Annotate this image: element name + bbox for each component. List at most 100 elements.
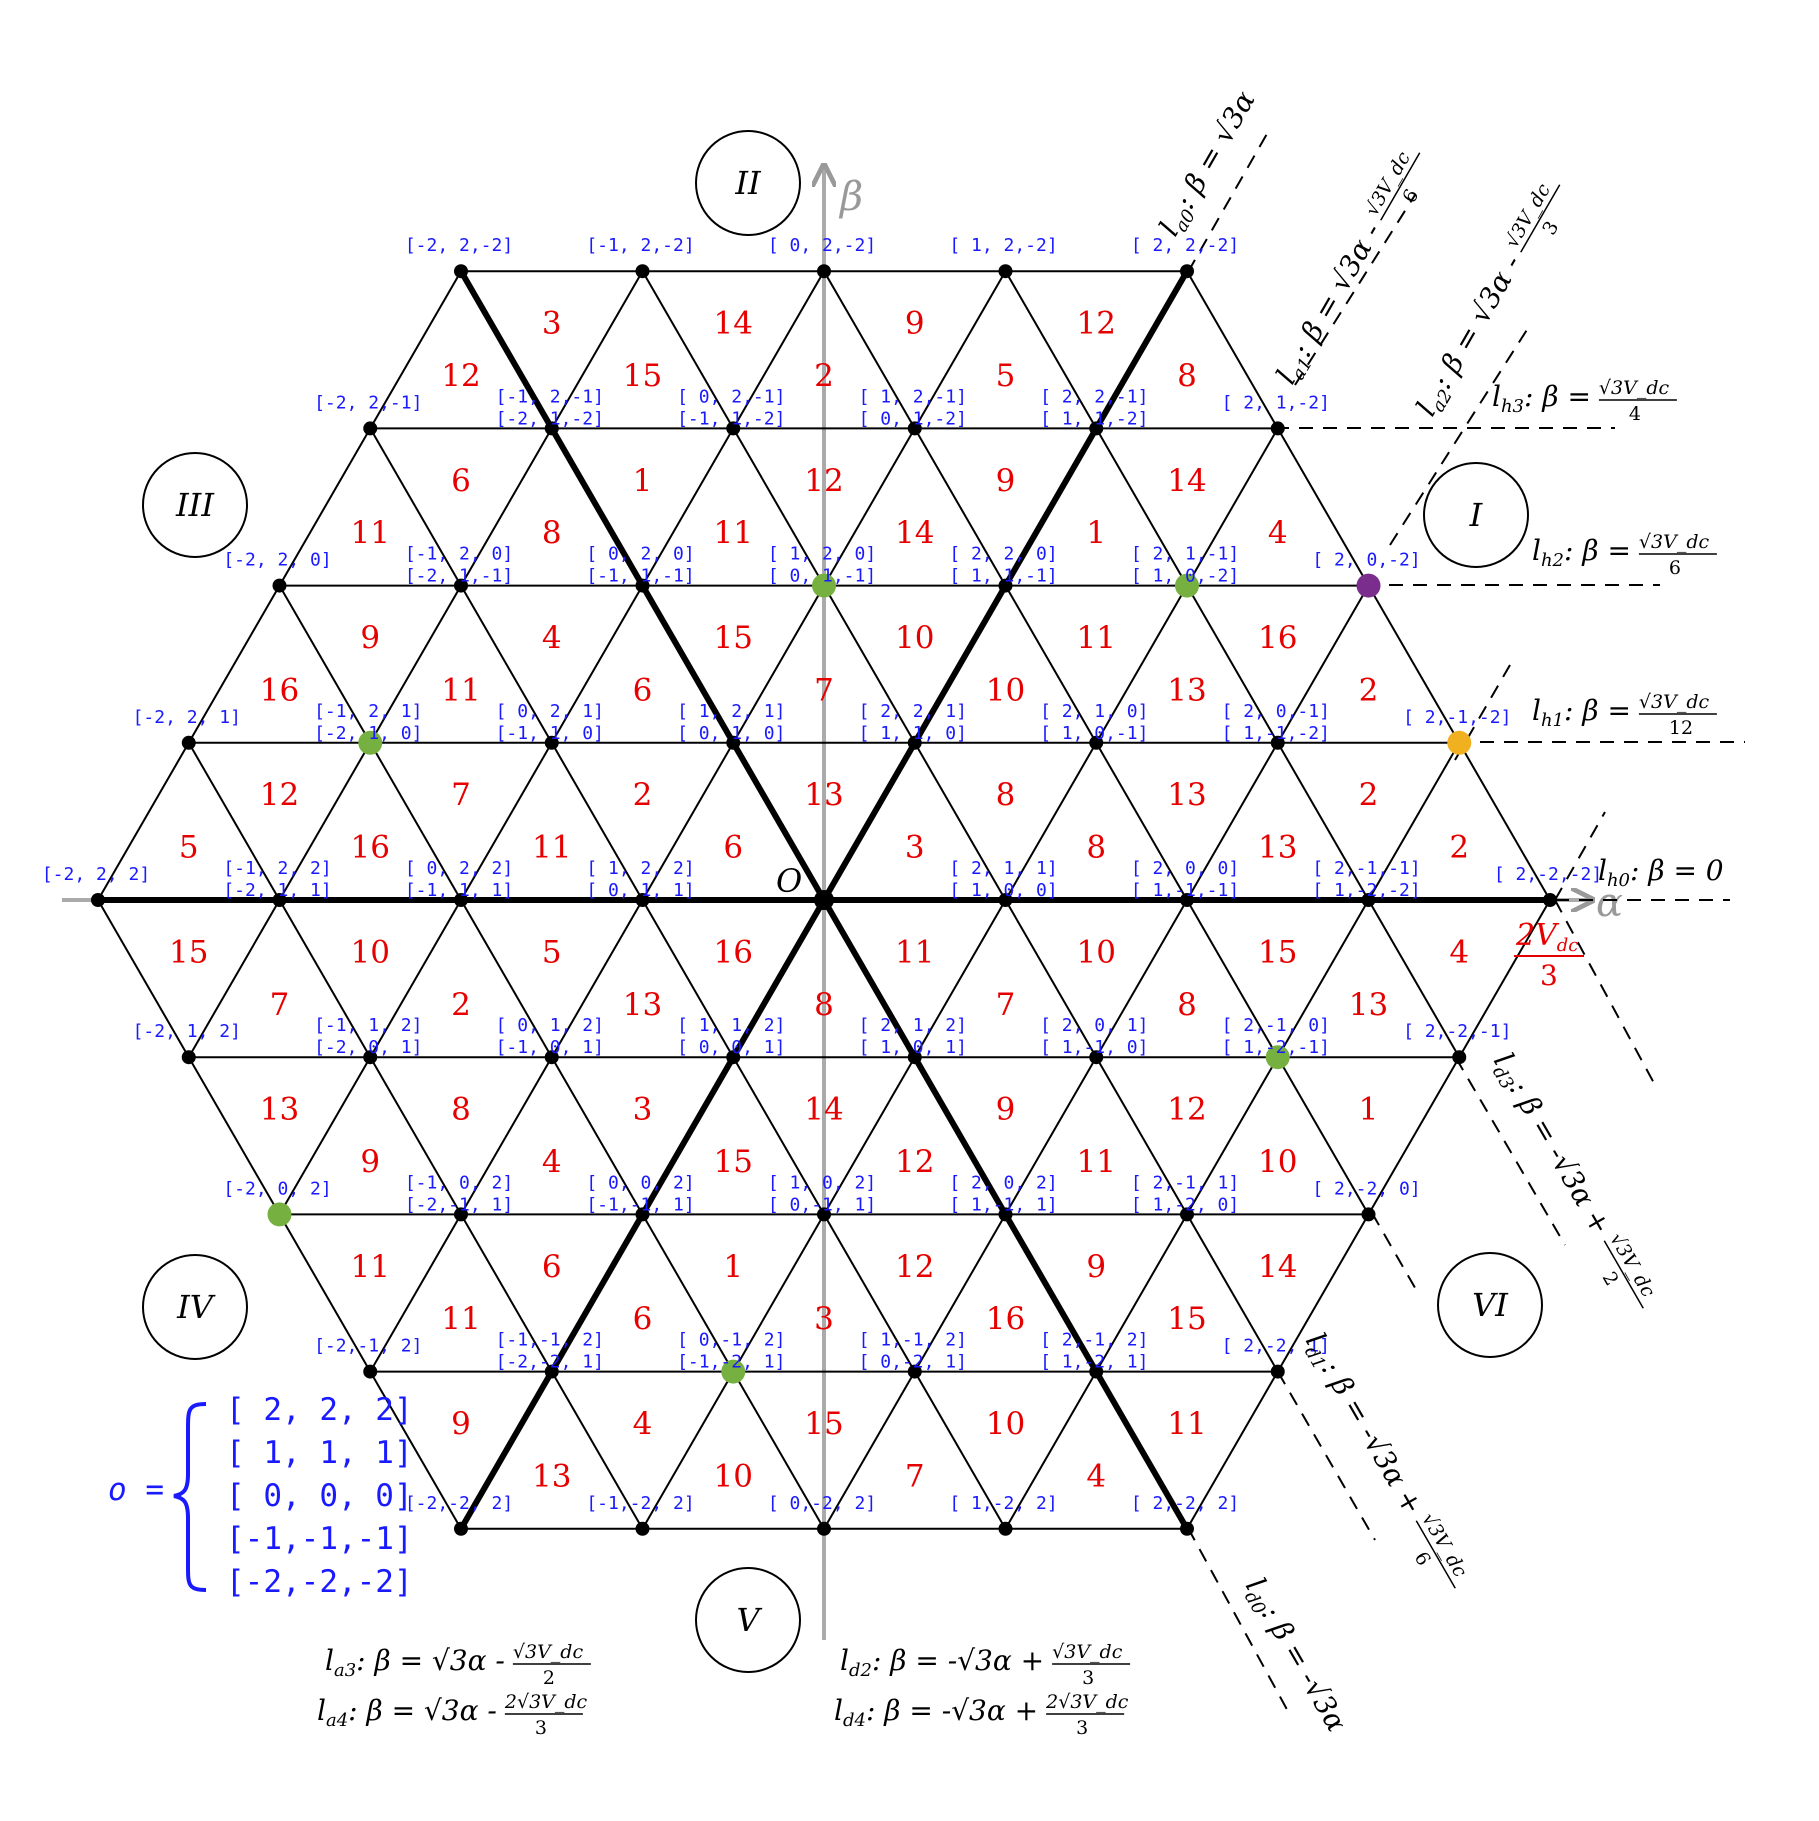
grid-node — [272, 893, 287, 907]
origin-vector-4: [-1,-1,-1] — [226, 1521, 413, 1557]
grid-node — [635, 1207, 650, 1222]
grid-edge — [369, 742, 462, 901]
line-la0 — [1187, 131, 1269, 273]
grid-node — [998, 264, 1013, 279]
region-number: 16 — [260, 672, 299, 708]
grid-node — [998, 1207, 1013, 1222]
grid-node — [363, 421, 378, 436]
vector-label: [ 0, 2, 2] — [405, 858, 513, 879]
vector-label: [ 2, 2,-1] — [1040, 386, 1148, 407]
region-number: 2 — [1449, 830, 1469, 866]
grid-edge — [1004, 1056, 1098, 1215]
reference-lines — [1187, 131, 1745, 1716]
grid-node — [454, 264, 468, 279]
grid-edge — [823, 427, 916, 587]
vector-label: [ 1, 1,-1] — [949, 566, 1057, 587]
grid-edge — [1367, 585, 1461, 744]
grid-node — [1452, 1050, 1467, 1065]
grid-node — [91, 893, 105, 907]
label-ld0: ld0: β = -√3α — [1239, 1572, 1354, 1737]
vector-label: [ 1,-1, 1] — [949, 1194, 1057, 1215]
vector-label: [-1, 1,-1] — [586, 566, 694, 587]
vertex-label-num: 2V — [1515, 918, 1560, 953]
sector-I: I — [1423, 462, 1529, 568]
vector-label: [ 2, 1, 0] — [1040, 701, 1148, 722]
region-number: 3 — [633, 1092, 653, 1128]
vector-label: [ 1, 2, 1] — [677, 701, 785, 722]
grid-edge — [641, 427, 735, 587]
region-number: 11 — [532, 830, 571, 866]
vector-label: [-1, 2, 2] — [223, 858, 331, 879]
grid-edge — [1458, 742, 1551, 901]
label-ld1-text: ld1: β = -√3α + — [1295, 1327, 1429, 1522]
sector-IV: IV — [142, 1254, 248, 1360]
vector-label: [ 0, 0, 2] — [586, 1172, 694, 1193]
region-number: 10 — [986, 1406, 1025, 1442]
region-number: 2 — [814, 358, 834, 394]
vertex-label-2vdc-3: 2Vdc 3 — [1514, 918, 1584, 992]
vector-label: [-1, 1, 1] — [405, 880, 513, 901]
region-number: 8 — [542, 515, 562, 551]
vector-label: [-1,-2, 2] — [586, 1493, 694, 1514]
grid-node — [1089, 1050, 1104, 1065]
vector-label: [ 2,-1,-1] — [1312, 858, 1420, 879]
region-number: 5 — [542, 934, 562, 970]
region-number: 6 — [633, 1301, 653, 1337]
grid-edge — [369, 427, 462, 587]
sector-II: II — [695, 130, 801, 236]
grid-node — [1270, 735, 1285, 750]
line-ld1 — [1277, 1371, 1376, 1541]
grid-edge — [823, 1371, 916, 1530]
grid-edge — [641, 742, 735, 901]
vector-label: [ 0, 1,-2] — [859, 408, 967, 429]
grid-edge — [823, 585, 916, 744]
vector-label: [ 2,-2, 2] — [1131, 1493, 1239, 1514]
highlighted-markers — [267, 573, 1472, 1384]
vector-label: [-2,-2, 1] — [496, 1352, 604, 1373]
vector-label: [ 0, 2,-2] — [768, 235, 876, 256]
region-number: 11 — [1077, 620, 1116, 656]
region-number: 7 — [996, 987, 1016, 1023]
grid-node — [907, 1050, 922, 1065]
vector-label: [-1, 1,-2] — [677, 408, 785, 429]
vector-label: [ 2,-2, 0] — [1312, 1178, 1420, 1199]
region-number: 15 — [714, 620, 753, 656]
grid-edge — [732, 1056, 825, 1215]
grid-edge — [641, 1371, 735, 1530]
grid-edge — [1276, 899, 1370, 1058]
region-number: 15 — [804, 1406, 843, 1442]
grid-edge — [1367, 899, 1461, 1058]
vector-label: [ 1, 0,-1] — [1040, 723, 1148, 744]
grid-node — [817, 1521, 831, 1536]
vector-label: [ 1, 1,-2] — [1040, 408, 1148, 429]
region-number: 6 — [542, 1249, 562, 1285]
vector-label: [ 1,-1,-1] — [1131, 880, 1239, 901]
grid-node — [544, 421, 559, 436]
region-number: 11 — [441, 672, 480, 708]
vector-label: [-1, 1, 2] — [314, 1015, 422, 1036]
grid-edge — [460, 427, 553, 587]
grid-edge — [641, 270, 735, 429]
region-number: 11 — [895, 934, 934, 970]
region-number: 8 — [1177, 987, 1197, 1023]
grid-edge — [1186, 1056, 1279, 1215]
grid-edge — [369, 1213, 462, 1373]
region-number: 2 — [1359, 777, 1379, 813]
grid-node — [454, 1207, 468, 1222]
sector-VI-label: VI — [1472, 1286, 1509, 1324]
grid-edge — [550, 1371, 644, 1530]
green-marker — [812, 573, 836, 598]
vector-label: [ 2,-1, 1] — [1131, 1172, 1239, 1193]
region-number: 11 — [351, 1249, 390, 1285]
vector-label: [-2, 2, 0] — [223, 550, 331, 571]
grid-node — [726, 1050, 741, 1065]
label-la0: la0: β = √3α — [1152, 85, 1261, 241]
grid-edge — [1004, 742, 1098, 901]
grid-edge — [1095, 1056, 1188, 1215]
vector-label: [ 2, 2, 1] — [859, 701, 967, 722]
alpha-axis-label: α — [1596, 880, 1623, 926]
region-number: 4 — [542, 1144, 562, 1180]
label-la3-den: 2 — [543, 1667, 555, 1689]
grid-edge — [97, 899, 190, 1058]
